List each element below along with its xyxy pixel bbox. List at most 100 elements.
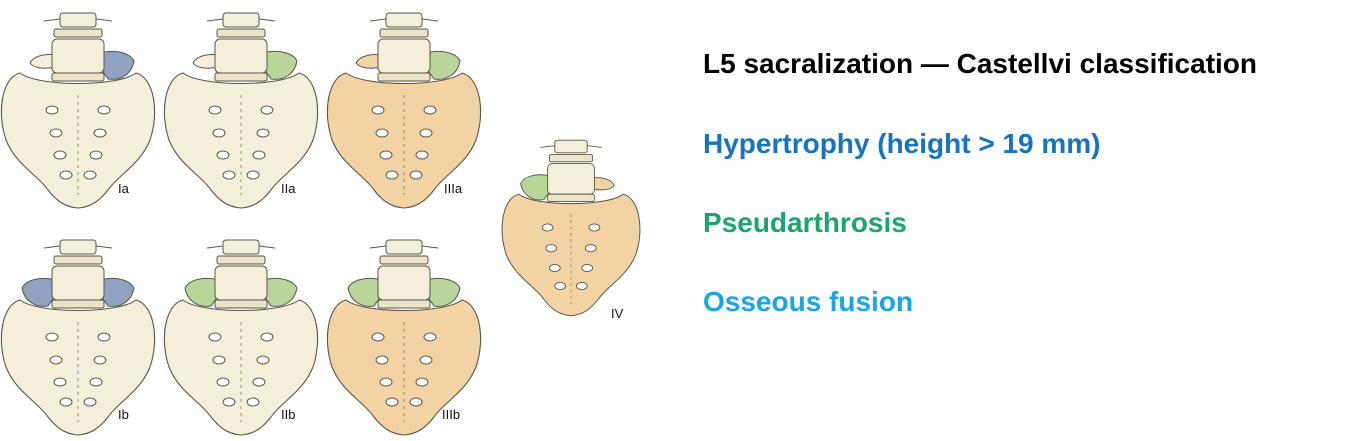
foramen-shape: [415, 377, 429, 387]
sacrum-shape: [0, 299, 156, 436]
foramen-shape: [83, 397, 97, 407]
foramen-shape: [246, 170, 260, 180]
foramen-shape: [409, 170, 423, 180]
left-transverse-process: [347, 277, 383, 307]
l5-s1-disc: [51, 72, 105, 82]
foramen-shape: [59, 397, 73, 407]
sacrum-shape: [326, 72, 482, 209]
type-iiib-label: IIIb: [442, 407, 461, 422]
legend-hypertrophy: Hypertrophy (height > 19 mm): [703, 128, 1101, 159]
l4-vertebra: [59, 239, 97, 255]
sacrum-shape: [326, 299, 482, 436]
l5-vertebra: [547, 163, 595, 195]
l5-s1-disc: [377, 299, 431, 309]
legend-pseudarthrosis: Pseudarthrosis: [703, 207, 907, 238]
foramen-shape: [222, 397, 236, 407]
l5-s1-disc: [214, 72, 268, 82]
intervertebral-disc: [216, 28, 266, 38]
sacrum-shape: [163, 299, 319, 436]
left-transverse-process: [355, 54, 383, 69]
foramen-shape: [260, 332, 274, 342]
foramen-shape: [53, 150, 67, 160]
l5-vertebra: [377, 265, 431, 301]
type-ia-label: Ia: [118, 181, 129, 196]
foramen-shape: [246, 397, 260, 407]
l5-s1-disc: [51, 299, 105, 309]
foramen-shape: [260, 105, 274, 115]
intervertebral-disc: [216, 255, 266, 265]
intervertebral-disc: [53, 28, 103, 38]
type-iv-label: IV: [611, 306, 624, 321]
legend-osseous-fusion: Osseous fusion: [703, 286, 914, 317]
foramen-shape: [45, 105, 59, 115]
sacrum-type-ib-icon: [0, 239, 156, 436]
foramen-shape: [423, 105, 437, 115]
foramen-shape: [208, 332, 222, 342]
sacrum-type-iiib-icon: [326, 239, 482, 436]
l5-vertebra: [377, 38, 431, 74]
foramen-shape: [97, 105, 111, 115]
foramen-shape: [584, 244, 597, 253]
l5-s1-disc: [377, 72, 431, 82]
foramen-shape: [419, 355, 433, 365]
foramen-shape: [423, 332, 437, 342]
foramen-shape: [252, 377, 266, 387]
type-iib-label: IIb: [281, 407, 296, 422]
l4-vertebra: [554, 139, 588, 154]
foramen-shape: [208, 105, 222, 115]
l5-vertebra: [51, 38, 105, 74]
foramen-shape: [216, 377, 230, 387]
foramen-shape: [371, 332, 385, 342]
l5-s1-disc: [547, 193, 595, 202]
foramen-shape: [415, 150, 429, 160]
right-transverse-process: [262, 50, 298, 80]
intervertebral-disc: [548, 154, 594, 163]
l4-vertebra: [385, 12, 423, 28]
l4-vertebra: [222, 239, 260, 255]
page-title: L5 sacralization — Castellvi classificat…: [703, 48, 1257, 79]
foramen-shape: [379, 377, 393, 387]
foramen-shape: [371, 105, 385, 115]
foramen-shape: [375, 355, 389, 365]
l4-processes: [369, 245, 439, 249]
foramen-shape: [212, 355, 226, 365]
foramen-shape: [575, 281, 588, 291]
foramen-shape: [588, 223, 601, 232]
l4-processes: [206, 18, 276, 22]
foramen-shape: [554, 281, 567, 291]
sacrum-shape: [0, 72, 156, 209]
foramen-shape: [419, 128, 433, 138]
l5-s1-disc: [214, 299, 268, 309]
foramen-shape: [89, 377, 103, 387]
l5-vertebra: [214, 265, 268, 301]
foramen-shape: [256, 355, 270, 365]
foramen-shape: [49, 128, 63, 138]
castellvi-illustrations: [0, 12, 641, 436]
intervertebral-disc: [53, 255, 103, 265]
right-transverse-process: [262, 277, 298, 307]
sacrum-type-ia-icon: [0, 12, 156, 209]
foramen-shape: [379, 150, 393, 160]
sacrum-type-iib-icon: [163, 239, 319, 436]
l4-processes: [206, 245, 276, 249]
sacrum-type-iia-icon: [163, 12, 319, 209]
sacrum-shape: [163, 72, 319, 209]
foramen-shape: [541, 223, 554, 232]
sacrum-type-iv-icon: [501, 139, 641, 317]
foramen-shape: [93, 128, 107, 138]
foramen-shape: [252, 150, 266, 160]
foramen-shape: [53, 377, 67, 387]
l5-vertebra: [51, 265, 105, 301]
left-transverse-process: [520, 174, 552, 201]
left-transverse-process: [29, 54, 57, 69]
right-transverse-process: [590, 177, 615, 191]
l4-processes: [43, 18, 113, 22]
type-ib-label: Ib: [118, 407, 129, 422]
foramen-shape: [49, 355, 63, 365]
foramen-shape: [83, 170, 97, 180]
l4-processes: [43, 245, 113, 249]
foramen-shape: [548, 263, 561, 273]
foramen-shape: [256, 128, 270, 138]
left-transverse-process: [192, 54, 220, 69]
right-transverse-process: [425, 277, 461, 307]
